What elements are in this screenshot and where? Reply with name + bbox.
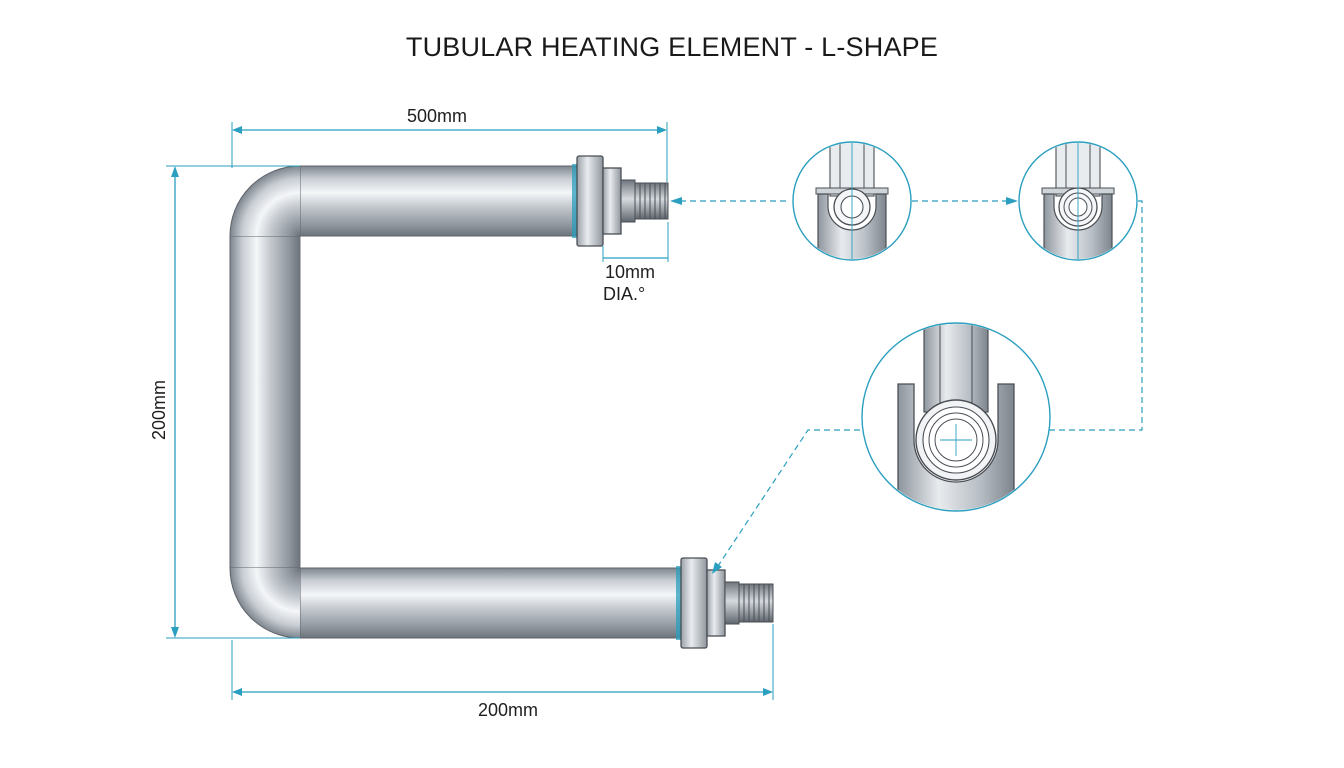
diagram-title: TUBULAR HEATING ELEMENT - L-SHAPE xyxy=(406,32,938,62)
dimension-bottom-length-label: 200mm xyxy=(478,700,538,720)
dimension-diameter-label-line1: 10mm xyxy=(605,262,655,282)
dimension-top-length-label: 500mm xyxy=(407,106,467,126)
dimension-diameter: 10mm DIA.° xyxy=(602,222,669,304)
detail-view-a xyxy=(792,141,912,261)
dimension-height: 200mm xyxy=(149,165,300,639)
bottom-terminal-fitting xyxy=(676,557,774,649)
dimension-diameter-label-line2: DIA.° xyxy=(603,284,645,304)
top-terminal-fitting xyxy=(572,155,669,247)
detail-view-b xyxy=(1018,141,1138,261)
dimension-top-length: 500mm xyxy=(231,106,668,182)
heating-tube xyxy=(229,165,683,639)
dimension-bottom-length: 200mm xyxy=(231,624,774,720)
detail-view-c xyxy=(861,322,1051,512)
dimension-height-label: 200mm xyxy=(149,380,169,440)
